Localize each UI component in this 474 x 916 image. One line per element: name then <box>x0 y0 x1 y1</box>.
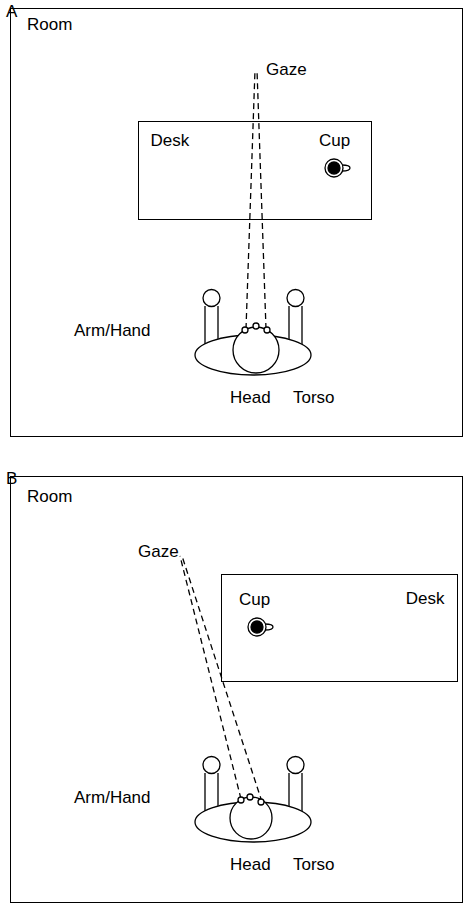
part-label: Head <box>230 855 271 874</box>
cup-rim <box>325 159 343 177</box>
part-label: Head <box>230 388 271 407</box>
gaze-line <box>246 70 255 329</box>
hand <box>287 290 304 307</box>
panel-b-figure <box>180 556 311 842</box>
hand <box>203 757 220 774</box>
object-label-anchor: Cup <box>239 590 270 610</box>
part-label-anchor: Head <box>230 388 271 408</box>
part-label: Arm/Hand <box>74 788 151 807</box>
part-label-anchor: Head <box>230 855 271 875</box>
room-box: RoomDesk <box>10 476 463 903</box>
part-label: Torso <box>293 855 335 874</box>
panel-a-figure <box>195 70 350 375</box>
part-label-anchor: Arm/Hand <box>74 788 151 808</box>
head <box>230 797 272 839</box>
head <box>233 327 279 373</box>
cup-inside <box>251 621 263 633</box>
object-label: Cup <box>319 131 350 150</box>
part-label-anchor: Arm/Hand <box>74 321 151 341</box>
gaze-line <box>180 556 241 799</box>
desk-box: Desk <box>221 574 458 682</box>
room-box: RoomDesk <box>10 8 463 437</box>
part-label: Torso <box>293 388 335 407</box>
eye-marker <box>258 799 264 805</box>
part-label: Arm/Hand <box>74 321 151 340</box>
box-label: Room <box>27 15 72 35</box>
part-label-anchor: Torso <box>293 855 335 875</box>
panel-letter: B <box>6 469 17 488</box>
object-label-anchor: Cup <box>319 131 350 151</box>
nose-marker <box>247 794 253 800</box>
panel-letter: A <box>6 2 17 21</box>
eye-marker <box>238 797 244 803</box>
part-label-anchor: Torso <box>293 388 335 408</box>
eye-marker <box>264 327 270 333</box>
hand <box>203 290 220 307</box>
gaze-line <box>257 70 266 329</box>
hand <box>287 757 304 774</box>
cup-rim <box>248 618 266 636</box>
object-label: Cup <box>239 590 270 609</box>
cup-inside <box>328 162 340 174</box>
gaze-label-anchor: Gaze <box>266 60 307 80</box>
eye-marker <box>242 327 248 333</box>
box-label: Room <box>27 487 72 507</box>
panel-letter-anchor: B <box>6 469 17 489</box>
gaze-label: Gaze <box>138 542 179 561</box>
panel-letter-anchor: A <box>6 2 17 22</box>
gaze-label: Gaze <box>266 60 307 79</box>
box-label: Desk <box>406 589 445 609</box>
gaze-label-anchor: Gaze <box>138 542 179 562</box>
nose-marker <box>253 323 259 329</box>
box-label: Desk <box>151 131 190 151</box>
